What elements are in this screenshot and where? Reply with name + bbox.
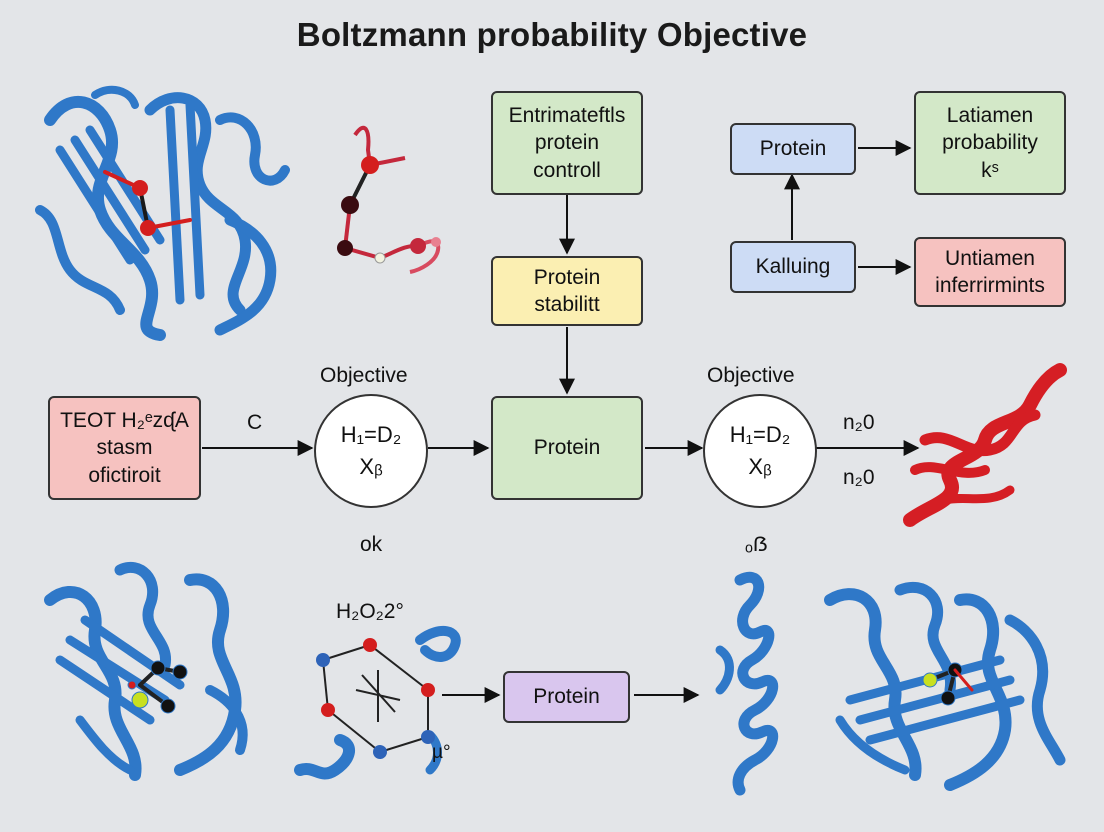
objective-left-eq-2: Xᵦ — [359, 454, 383, 479]
control-box-line-2: protein — [534, 131, 600, 155]
input-box-line-3: ofictiroit — [88, 463, 161, 487]
protein-ribbon-icon — [715, 571, 779, 796]
input-box-line-2: stasm — [96, 436, 153, 460]
probability-box-line-1: Latiamen — [946, 104, 1034, 128]
protein-box-top: Protein — [730, 123, 856, 175]
below-left-circle-label: ok — [360, 533, 383, 556]
protein-center-box-label: Protein — [533, 436, 601, 460]
objective-left-circle: H₁=D₂ Xᵦ — [314, 394, 428, 508]
protein-ribbon-icon — [44, 562, 248, 781]
probability-box-line-3: kˢ — [981, 158, 999, 182]
molecule-label: H₂O₂2° — [336, 600, 404, 623]
control-box-line-1: Entrimateftls — [508, 104, 626, 128]
protein-box-top-label: Protein — [759, 137, 827, 161]
kalluing-box: Kalluing — [730, 241, 856, 293]
protein-ribbon-icon — [35, 85, 290, 341]
molecule-ball-stick-icon — [294, 626, 461, 780]
input-edge-label: C — [247, 411, 263, 434]
input-box-line-1: TEOT H₂ᵉzᶑA — [60, 409, 189, 433]
output-edge-label-bottom: n₂0 — [843, 466, 875, 489]
below-right-circle-label: ₒẞ — [745, 533, 768, 556]
diagram-title: Boltzmann probability Objective — [296, 16, 808, 53]
objective-right-label: Objective — [707, 364, 795, 387]
output-edge-label-top: n₂0 — [843, 411, 875, 434]
untiamen-box-line-1: Untiamen — [945, 246, 1035, 270]
objective-right-eq-2: Xᵦ — [748, 454, 772, 479]
molecule-sublabel: µ° — [432, 742, 451, 763]
protein-purple-box: Protein — [503, 671, 630, 723]
red-helix-icon — [903, 363, 1067, 527]
stability-box-line-1: Protein — [533, 265, 601, 289]
protein-ribbon-icon — [824, 581, 1066, 791]
protein-purple-box-label: Protein — [533, 685, 600, 709]
untiamen-box: Untiamen inferrirmints — [914, 237, 1066, 307]
control-box: Entrimateftls protein controll — [491, 91, 643, 195]
flow-arrows — [202, 140, 920, 703]
untiamen-box-line-2: inferrirmints — [935, 274, 1045, 297]
kalluing-box-label: Kalluing — [755, 255, 831, 279]
protein-center-box: Protein — [491, 396, 643, 500]
stability-box-line-2: stabilitt — [534, 293, 600, 316]
objective-left-label: Objective — [320, 364, 408, 387]
probability-box-line-2: probability — [942, 131, 1038, 155]
objective-right-circle: H₁=D₂ Xᵦ — [703, 394, 817, 508]
molecule-ball-stick-icon — [337, 125, 441, 274]
stability-box: Protein stabilitt — [491, 256, 643, 326]
control-box-line-3: controll — [533, 158, 601, 182]
input-box: TEOT H₂ᵉzᶑA stasm ofictiroit — [48, 396, 201, 500]
objective-right-eq-1: H₁=D₂ — [729, 422, 791, 448]
probability-box: Latiamen probability kˢ — [914, 91, 1066, 195]
objective-left-eq-1: H₁=D₂ — [340, 422, 402, 448]
